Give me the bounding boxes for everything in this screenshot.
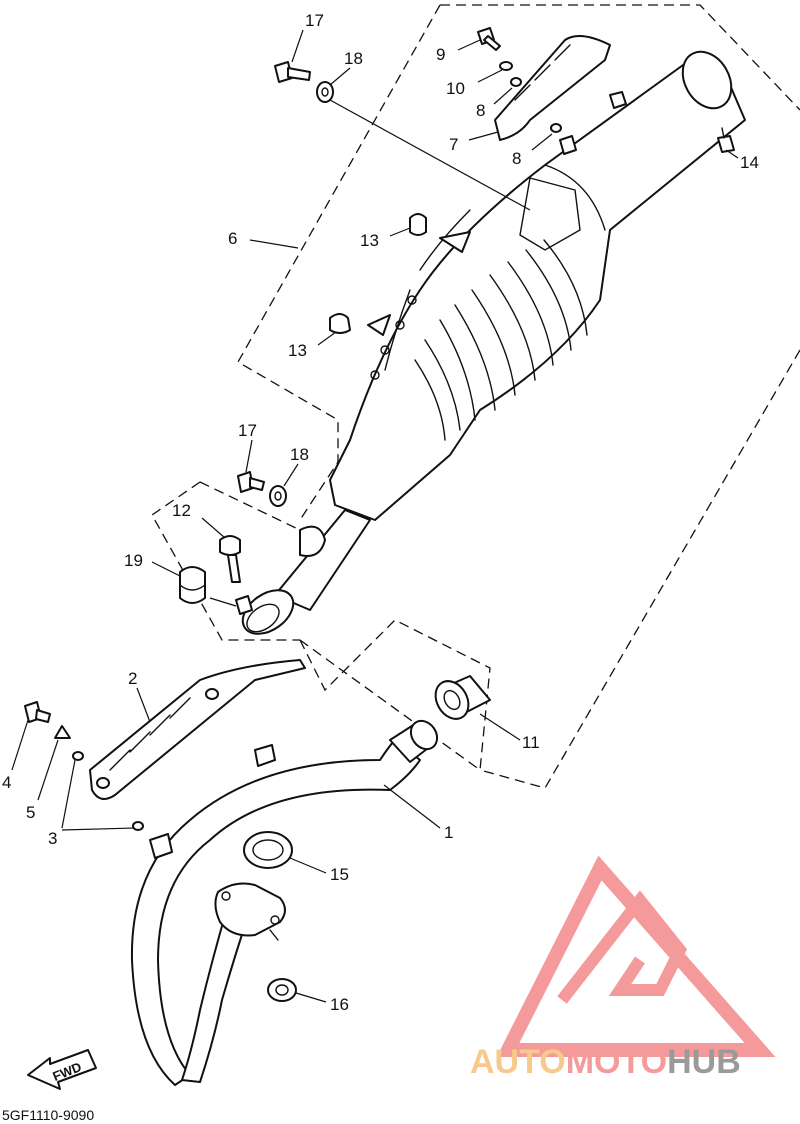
logo-auto: AUTO [470, 1043, 566, 1081]
forward-arrow-icon: FWD [27, 1049, 97, 1090]
callout-14: 14 [740, 153, 759, 172]
callout-3: 3 [48, 829, 57, 848]
callout-15: 15 [330, 865, 349, 884]
logo-moto: MOTO [566, 1043, 667, 1081]
diagram-code: 5GF1110-9090 [2, 1107, 94, 1123]
callout-13-upper: 13 [360, 231, 379, 250]
callout-7: 7 [449, 135, 458, 154]
bolt-17a [274, 61, 311, 83]
collar-11 [434, 675, 491, 720]
callout-11: 11 [522, 733, 540, 752]
svg-text:AUTOMOTOHUB: AUTOMOTOHUB [470, 1043, 741, 1081]
exhaust-flange [214, 882, 286, 937]
washer-5 [54, 725, 71, 739]
callout-2: 2 [128, 669, 137, 688]
bolt-4 [24, 701, 51, 723]
leader-lines [11, 29, 739, 1003]
nut-8a [510, 77, 522, 87]
nut-bracket [235, 595, 253, 615]
callout-4: 4 [2, 773, 11, 792]
callout-10: 10 [446, 79, 465, 98]
automotohub-logo: AUTOMOTOHUB [470, 855, 776, 1081]
bolt-9 [477, 27, 501, 51]
callout-5: 5 [26, 803, 35, 822]
callout-17-top: 17 [305, 11, 324, 30]
callout-9: 9 [436, 45, 445, 64]
washer-3a [72, 751, 84, 761]
bolt-14 [717, 127, 735, 153]
callout-13-lower: 13 [288, 341, 307, 360]
washer-3b [132, 821, 144, 831]
grommet-19 [179, 566, 206, 604]
callout-8-lower: 8 [512, 149, 521, 168]
callout-6: 6 [228, 229, 237, 248]
heat-protector-small [494, 35, 611, 141]
washer-10 [499, 61, 513, 71]
protector-2 [89, 659, 306, 800]
nut-8b [550, 123, 562, 133]
callout-18-mid: 18 [290, 445, 309, 464]
bolt-17b [237, 471, 265, 493]
damper-13b [329, 313, 351, 334]
damper-top [609, 91, 627, 109]
callout-12: 12 [172, 501, 191, 520]
exhaust-pipe [130, 719, 439, 1086]
nut-16 [267, 929, 297, 1002]
washer-18a [316, 81, 334, 103]
logo-hub: HUB [667, 1043, 741, 1081]
gasket-15 [243, 831, 293, 869]
callout-1: 1 [444, 823, 453, 842]
callout-18-top: 18 [344, 49, 363, 68]
callout-labels: 17 18 9 10 8 7 8 14 6 13 13 17 18 12 19 … [2, 11, 759, 1014]
callout-16: 16 [330, 995, 349, 1014]
callout-19: 19 [124, 551, 143, 570]
damper-8c [559, 135, 577, 155]
callout-17-mid: 17 [238, 421, 257, 440]
muffler [241, 50, 746, 635]
washer-18b [269, 485, 287, 507]
bolt-12 [219, 535, 241, 583]
damper-13a [409, 213, 427, 236]
callout-8-upper: 8 [476, 101, 485, 120]
